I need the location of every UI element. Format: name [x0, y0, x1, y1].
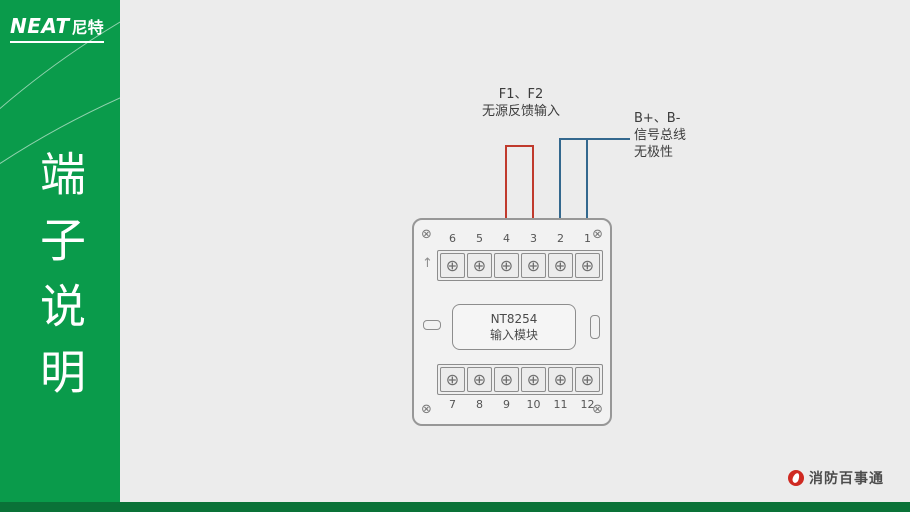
terminal-cell: ⊕: [521, 253, 546, 278]
terminal-cell: ⊕: [440, 253, 465, 278]
feedback-label-line1: F1、F2: [498, 87, 544, 102]
terminal-screw-icon: ⊕: [472, 369, 487, 389]
terminal-number: 10: [526, 398, 541, 411]
bus-wire-right: [586, 139, 588, 218]
bottom-bar: [0, 502, 910, 512]
terminal-screw-icon: ⊕: [445, 369, 460, 389]
bus-label-line2: 信号总线: [634, 128, 687, 143]
terminal-screw-icon: ⊕: [499, 369, 514, 389]
terminal-cell: ⊕: [494, 253, 519, 278]
terminal-cell: ⊕: [440, 367, 465, 392]
bottom-terminal-strip: ⊕ ⊕ ⊕ ⊕ ⊕ ⊕: [437, 364, 603, 395]
signal-bus-label: B+、B- 信号总线 无极性: [634, 110, 686, 161]
terminal-cell: ⊕: [494, 367, 519, 392]
neat-logo-en-text: NEAT: [10, 14, 70, 38]
terminal-screw-icon: ⊕: [553, 255, 568, 275]
feedback-wire-right: [532, 146, 534, 218]
terminal-screw-icon: ⊕: [553, 369, 568, 389]
terminal-number: 1: [584, 232, 591, 245]
terminal-number: 5: [476, 232, 483, 245]
terminal-screw-icon: ⊕: [580, 369, 595, 389]
bus-wire-bridge: [559, 138, 588, 140]
terminal-screw-icon: ⊕: [526, 255, 541, 275]
terminal-screw-icon: ⊕: [472, 255, 487, 275]
terminal-cell: ⊕: [467, 367, 492, 392]
footer-brand-text: 消防百事通: [809, 471, 884, 487]
terminal-number: 8: [476, 398, 483, 411]
feedback-input-label: F1、F2 无源反馈输入: [436, 86, 606, 120]
terminal-number: 4: [503, 232, 510, 245]
fire-brand-icon: [788, 470, 804, 486]
bus-label-line3: 无极性: [634, 145, 674, 160]
terminal-cell: ⊕: [575, 253, 600, 278]
page-title: 端子说明: [33, 150, 87, 414]
corner-screw-icon: ⊗: [421, 402, 432, 417]
neat-logo-cn-text: 尼特: [71, 18, 104, 37]
terminal-number: 2: [557, 232, 564, 245]
terminal-number: 6: [449, 232, 456, 245]
top-terminal-strip: ⊕ ⊕ ⊕ ⊕ ⊕ ⊕: [437, 250, 603, 281]
terminal-screw-icon: ⊕: [580, 255, 595, 275]
footer-brand: 消防百事通: [788, 468, 884, 488]
terminal-number: 12: [580, 398, 595, 411]
terminal-screw-icon: ⊕: [499, 255, 514, 275]
terminal-cell: ⊕: [548, 367, 573, 392]
mounting-slot: [423, 320, 441, 330]
module-name-plate: NT8254 输入模块: [452, 304, 576, 350]
terminal-screw-icon: ⊕: [526, 369, 541, 389]
input-module: ⊗ ⊗ ⊗ ⊗ ↑ ↑ 6 5 4 3 2 1 ⊕ ⊕ ⊕ ⊕ ⊕ ⊕ NT82…: [412, 218, 612, 426]
bus-label-line1: B+、B-: [634, 111, 681, 126]
terminal-cell: ⊕: [521, 367, 546, 392]
corner-screw-icon: ⊗: [421, 227, 432, 242]
bus-wire-to-label: [586, 138, 630, 140]
terminal-number: 3: [530, 232, 537, 245]
terminal-number: 9: [503, 398, 510, 411]
terminal-number: 11: [553, 398, 568, 411]
corner-screw-icon: ⊗: [592, 227, 603, 242]
bottom-terminal-numbers: 7 8 9 10 11 12: [440, 398, 600, 411]
mounting-slot: [590, 315, 600, 339]
module-name: NT8254: [490, 312, 538, 326]
terminal-number: 7: [449, 398, 456, 411]
terminal-cell: ⊕: [467, 253, 492, 278]
terminal-screw-icon: ⊕: [445, 255, 460, 275]
top-terminal-numbers: 6 5 4 3 2 1: [440, 232, 600, 245]
feedback-wire-left: [505, 146, 507, 218]
terminal-cell: ⊕: [548, 253, 573, 278]
terminal-cell: ⊕: [575, 367, 600, 392]
up-arrow-icon: ↑: [422, 256, 433, 271]
feedback-label-line2: 无源反馈输入: [481, 104, 560, 119]
feedback-wire-bridge: [505, 145, 534, 147]
bus-wire-left: [559, 139, 561, 218]
module-subtitle: 输入模块: [489, 328, 538, 342]
corner-screw-icon: ⊗: [592, 402, 603, 417]
